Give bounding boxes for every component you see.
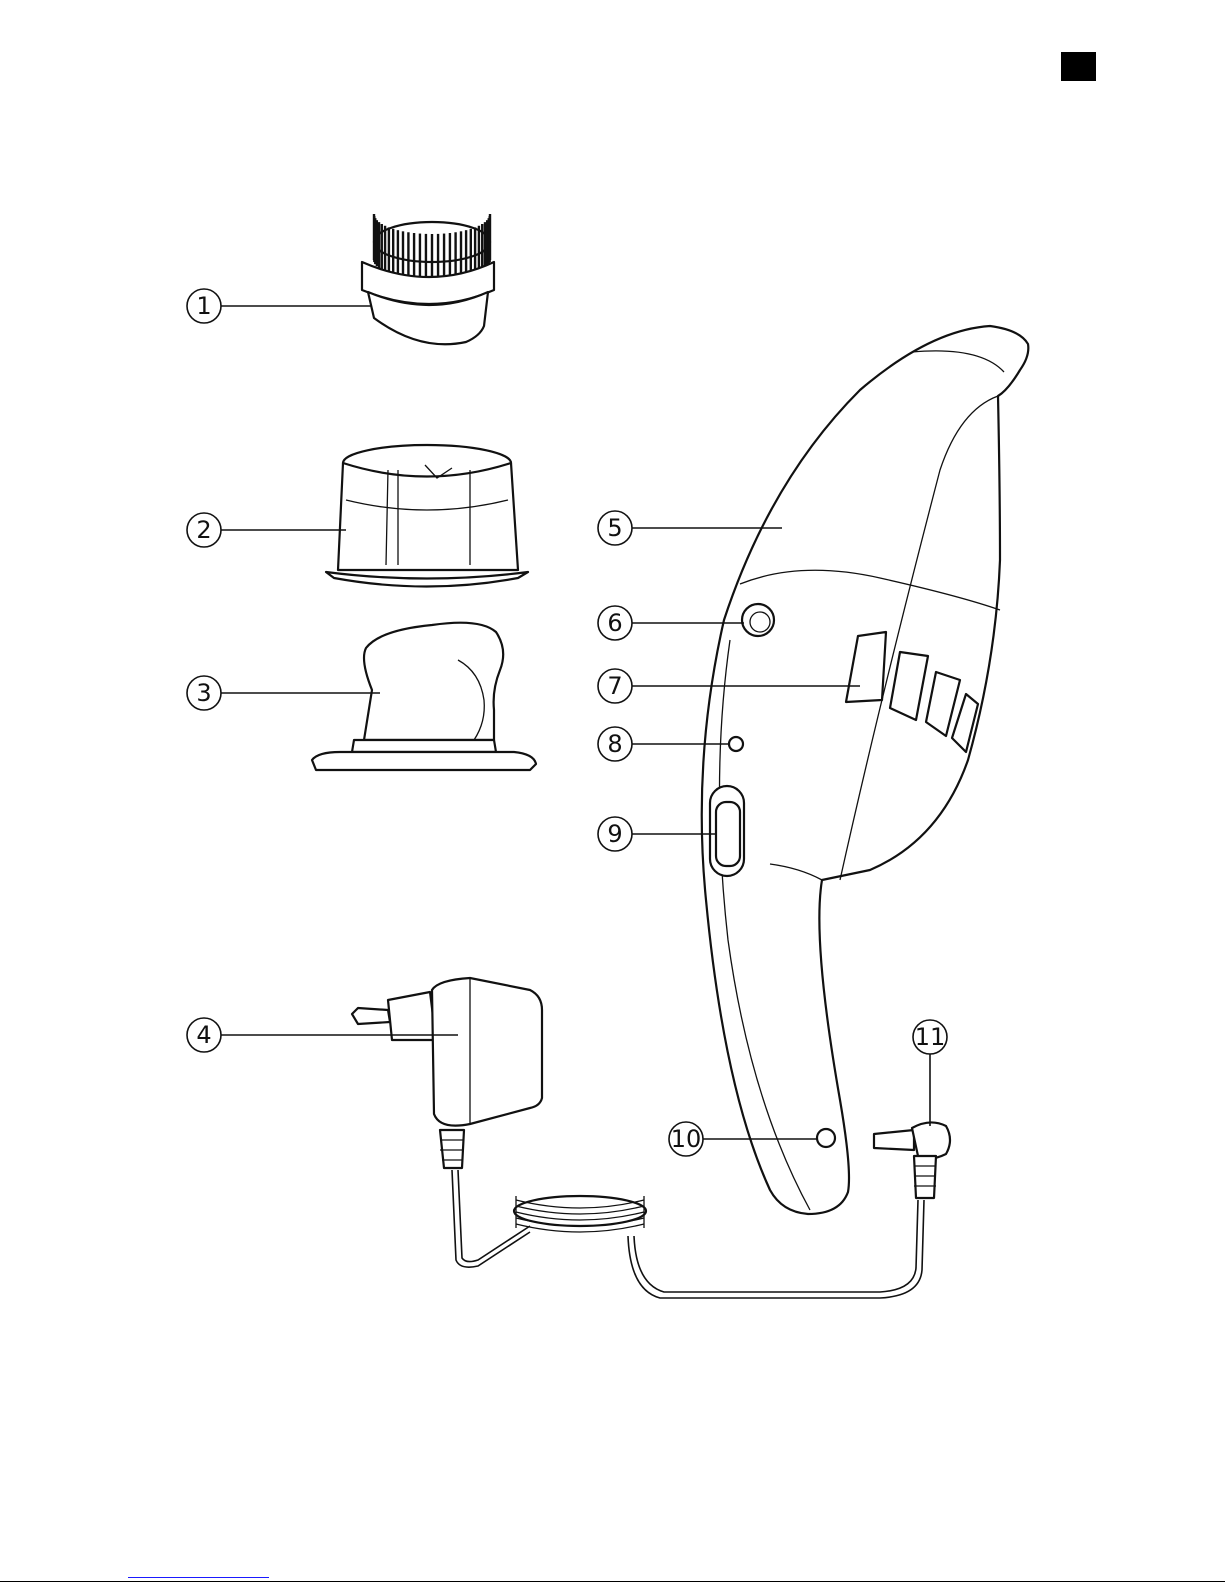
filter-cage-illustration: [326, 445, 528, 587]
footer-link-underline: [128, 1577, 269, 1578]
callout-5: 5: [598, 511, 782, 545]
brush-nozzle-illustration: [362, 214, 494, 344]
callout-6-label: 6: [607, 609, 622, 637]
callout-2-label: 2: [196, 516, 211, 544]
callout-7-label: 7: [607, 672, 622, 700]
callout-4-label: 4: [196, 1021, 211, 1049]
callout-10-label: 10: [671, 1125, 702, 1153]
callout-1: 1: [187, 289, 372, 323]
callout-3-label: 3: [196, 679, 211, 707]
callout-9: 9: [598, 817, 716, 851]
footer-rule: [0, 1581, 1225, 1582]
callout-3: 3: [187, 676, 380, 710]
callout-5-label: 5: [607, 514, 622, 542]
vacuum-body-illustration: [702, 326, 1029, 1214]
callout-2: 2: [187, 513, 346, 547]
callout-11-label: 11: [915, 1023, 946, 1051]
callout-11: 11: [913, 1020, 947, 1126]
dust-filter-illustration: [312, 623, 536, 770]
callout-1-label: 1: [196, 292, 211, 320]
appliance-plug-illustration: [874, 1122, 950, 1198]
callout-9-label: 9: [607, 820, 622, 848]
callout-8-label: 8: [607, 730, 622, 758]
